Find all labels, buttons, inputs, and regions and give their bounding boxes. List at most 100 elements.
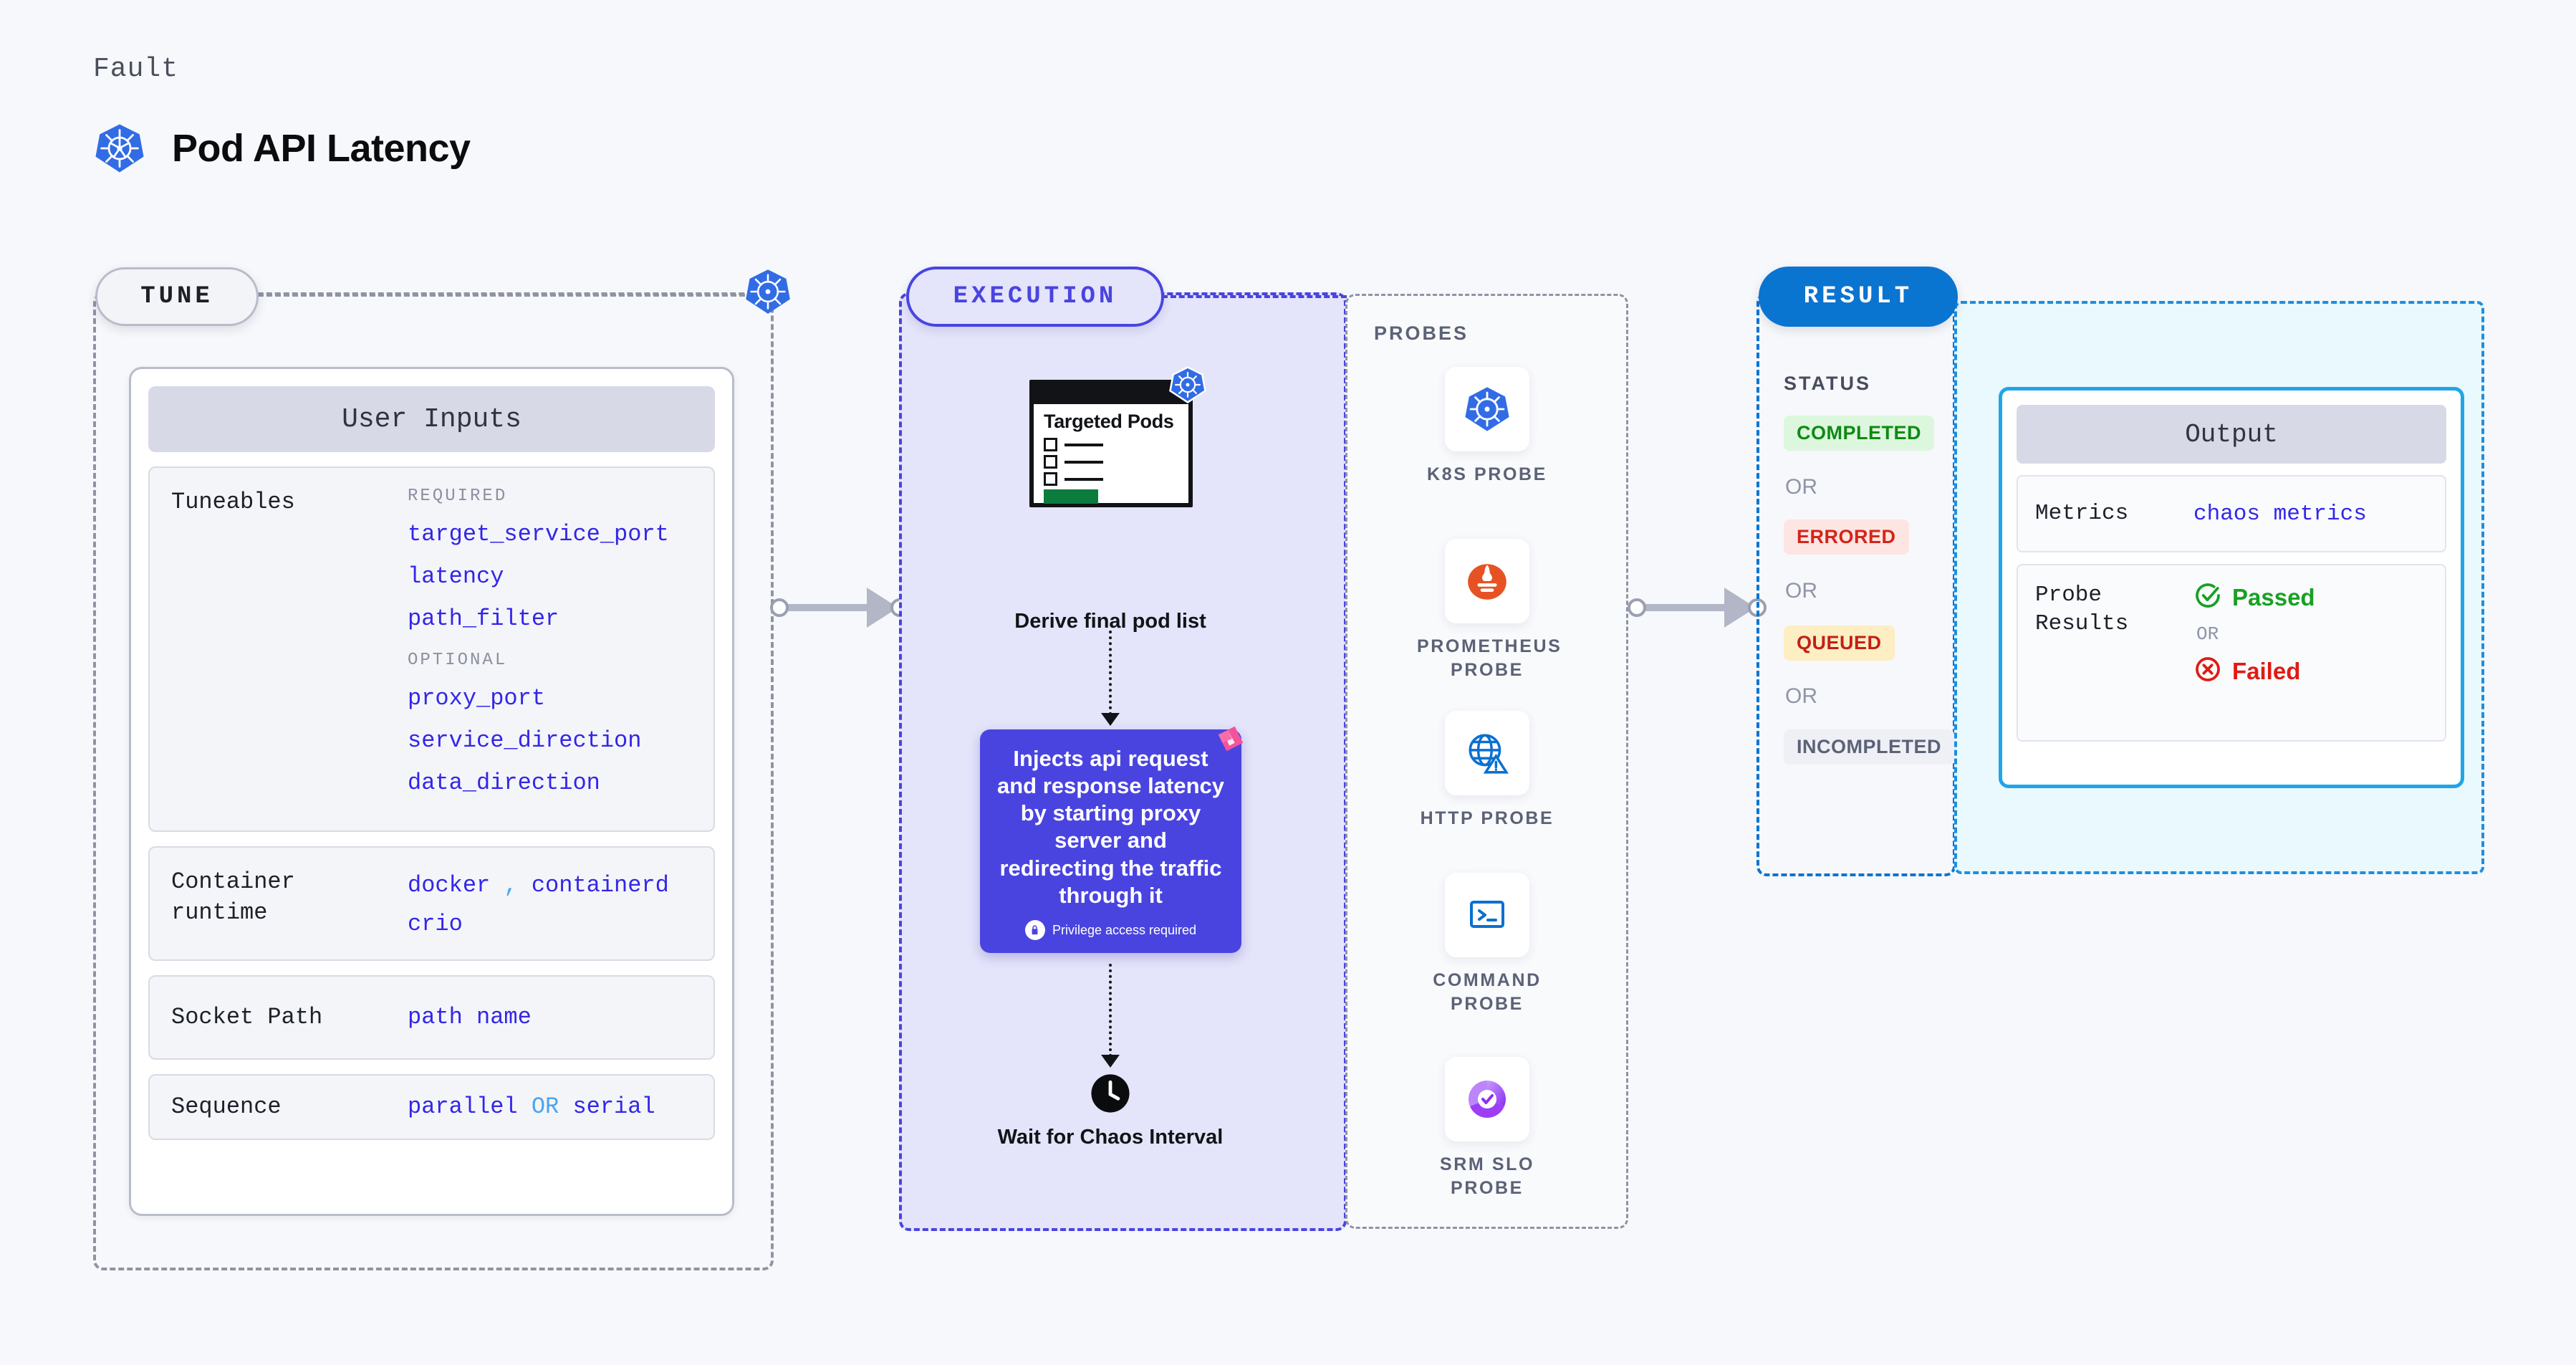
checkbox-icon xyxy=(1044,472,1057,487)
tuneable-item[interactable]: data_direction xyxy=(408,769,600,796)
metrics-label: Metrics xyxy=(2035,500,2129,526)
litmus-flag-icon xyxy=(1214,722,1247,755)
status-section-label: STATUS xyxy=(1784,373,1871,394)
check-circle-icon xyxy=(2193,581,2222,613)
probe-results-row: Probe Results Passed OR xyxy=(2017,564,2446,742)
window-titlebar xyxy=(1034,384,1188,404)
probe-label: HTTP PROBE xyxy=(1420,808,1554,828)
value-separator: , xyxy=(504,872,518,899)
tuneables-label: Tuneables xyxy=(171,489,295,515)
probe-result-passed: Passed xyxy=(2193,581,2315,613)
optional-group-title: OPTIONAL xyxy=(408,650,508,670)
srm-slo-icon xyxy=(1445,1057,1529,1141)
probe-item-command[interactable]: COMMAND PROBE xyxy=(1417,873,1557,1016)
tuneable-item[interactable]: path_filter xyxy=(408,605,559,633)
socket-path-label: Socket Path xyxy=(171,1004,323,1031)
connector-line xyxy=(779,604,901,611)
x-circle-icon xyxy=(2193,655,2222,687)
page-title: Pod API Latency xyxy=(172,127,471,170)
probe-label: SRM SLO PROBE xyxy=(1439,1154,1535,1198)
flow-arrow-head xyxy=(1101,713,1120,726)
container-runtime-label: Container runtime xyxy=(171,868,295,926)
output-card-title: Output xyxy=(2017,405,2446,464)
probe-label: COMMAND PROBE xyxy=(1433,970,1542,1014)
or-separator: OR xyxy=(2196,623,2219,645)
sequence-value[interactable]: serial xyxy=(572,1093,655,1120)
globe-warning-icon xyxy=(1445,711,1529,795)
container-runtime-row: Container runtime docker , containerd cr… xyxy=(148,846,715,961)
list-item xyxy=(1044,438,1178,452)
sequence-label: Sequence xyxy=(171,1093,282,1121)
kubernetes-icon xyxy=(1168,365,1207,404)
probe-results-label: Probe Results xyxy=(2035,583,2129,637)
checkbox-icon xyxy=(1044,438,1057,452)
tuneable-item[interactable]: service_direction xyxy=(408,727,642,754)
required-group-title: REQUIRED xyxy=(408,487,508,506)
connector-node xyxy=(770,598,789,617)
tuneable-item[interactable]: proxy_port xyxy=(408,684,546,712)
pods-list xyxy=(1044,438,1178,487)
probe-failed-label: Failed xyxy=(2232,657,2301,684)
or-separator: OR xyxy=(1785,475,1817,499)
clock-icon xyxy=(1090,1073,1131,1114)
container-runtime-value[interactable]: containerd xyxy=(531,872,669,899)
status-badge: QUEUED xyxy=(1784,626,1895,661)
probes-section-label: PROBES xyxy=(1374,322,1469,344)
metrics-row: Metrics chaos metrics xyxy=(2017,475,2446,552)
status-badge: ERRORED xyxy=(1784,519,1909,555)
flow-arrow-head xyxy=(1101,1055,1120,1068)
kubernetes-icon xyxy=(744,267,792,316)
probe-label: K8S PROBE xyxy=(1427,464,1547,484)
tune-connector-line xyxy=(258,294,745,297)
probe-item-srm-slo[interactable]: SRM SLO PROBE xyxy=(1417,1057,1557,1200)
value-separator: OR xyxy=(531,1093,559,1120)
list-item xyxy=(1044,472,1178,487)
page-kicker: Fault xyxy=(93,54,179,85)
list-item xyxy=(1044,455,1178,469)
kubernetes-icon xyxy=(93,122,146,175)
container-runtime-value[interactable]: crio xyxy=(408,911,463,938)
placeholder-line xyxy=(1064,477,1103,481)
tuneable-item[interactable]: target_service_port xyxy=(408,521,669,547)
placeholder-line xyxy=(1064,460,1103,464)
or-separator: OR xyxy=(1785,684,1817,708)
container-runtime-value[interactable]: docker xyxy=(408,872,491,899)
probe-result-failed: Failed xyxy=(2193,655,2315,687)
socket-path-row: Socket Path path name xyxy=(148,975,715,1060)
output-card: Output Metrics chaos metrics Probe Resul… xyxy=(1999,387,2464,788)
prometheus-icon xyxy=(1445,539,1529,623)
checkbox-icon xyxy=(1044,455,1057,469)
user-inputs-title: User Inputs xyxy=(148,386,715,452)
user-inputs-card: User Inputs Tuneables REQUIRED target_se… xyxy=(129,367,734,1216)
status-badge: COMPLETED xyxy=(1784,416,1935,451)
socket-path-value[interactable]: path name xyxy=(408,1003,532,1030)
probe-label: PROMETHEUS PROBE xyxy=(1417,636,1562,680)
tuneables-row: Tuneables REQUIRED target_service_port l… xyxy=(148,466,715,832)
probe-item-http[interactable]: HTTP PROBE xyxy=(1417,711,1557,830)
probe-item-prometheus[interactable]: PROMETHEUS PROBE xyxy=(1417,539,1562,682)
connector-line xyxy=(1637,604,1759,611)
flow-connector xyxy=(1109,964,1112,1057)
metrics-value[interactable]: chaos metrics xyxy=(2193,501,2367,527)
connector-node xyxy=(1628,598,1646,617)
derive-pod-list-caption: Derive final pod list xyxy=(1014,610,1206,633)
page-title-row: Pod API Latency xyxy=(93,122,471,175)
inject-action-text: Injects api request and response latency… xyxy=(996,746,1224,908)
terminal-icon xyxy=(1445,873,1529,957)
lock-icon xyxy=(1024,920,1045,940)
privilege-note-text: Privilege access required xyxy=(1052,922,1197,937)
targeted-pods-card: Targeted Pods xyxy=(1029,366,1206,507)
status-badge: INCOMPLETED xyxy=(1784,729,1955,765)
execution-connector-line xyxy=(1162,295,1347,298)
inject-action-card: Injects api request and response latency… xyxy=(980,726,1244,953)
tuneable-item[interactable]: latency xyxy=(408,563,504,590)
tune-pill[interactable]: TUNE xyxy=(95,267,259,326)
sequence-value[interactable]: parallel xyxy=(408,1093,518,1120)
probe-item-k8s[interactable]: K8S PROBE xyxy=(1417,367,1557,487)
result-pill[interactable]: RESULT xyxy=(1759,267,1958,327)
execution-pill[interactable]: EXECUTION xyxy=(906,267,1164,327)
confirm-button-shape xyxy=(1044,489,1098,504)
kubernetes-icon xyxy=(1445,367,1529,451)
targeted-pods-title: Targeted Pods xyxy=(1044,411,1174,432)
or-separator: OR xyxy=(1785,579,1817,603)
